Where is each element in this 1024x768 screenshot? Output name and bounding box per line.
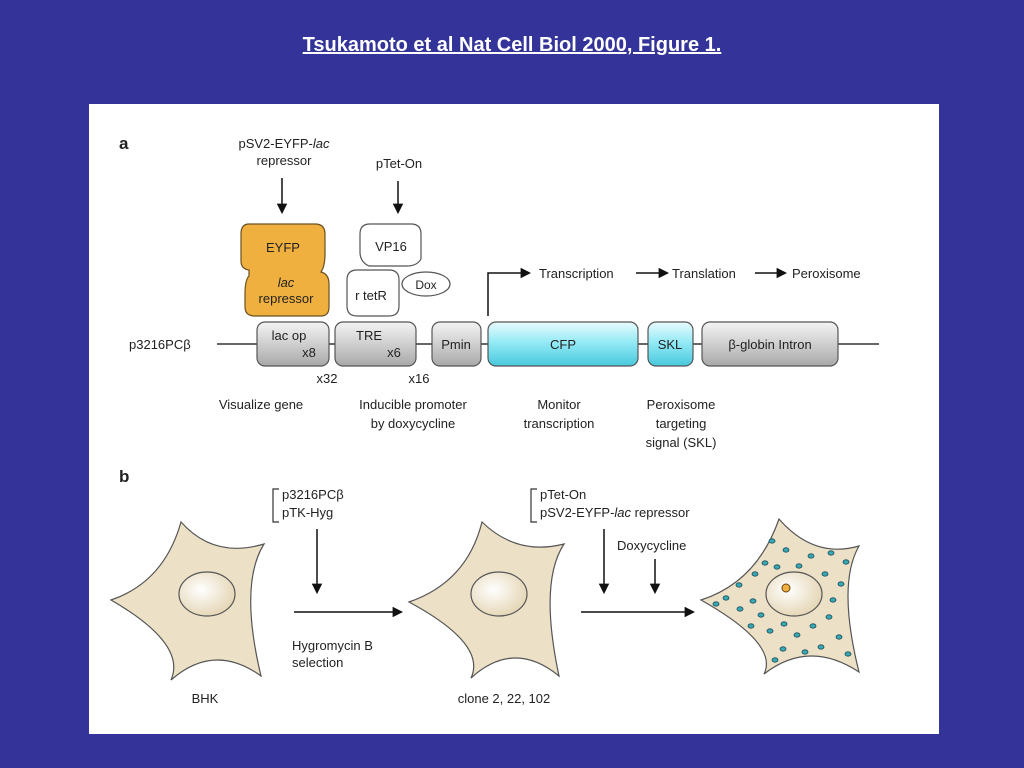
- vp16-label: VP16: [375, 239, 407, 254]
- caption-monitor-1: Monitor: [537, 397, 581, 412]
- plasmid-ptk-hyg: pTK-Hyg: [282, 505, 333, 520]
- peroxisome-dot: [825, 614, 833, 620]
- globin-intron-label: β-globin Intron: [728, 337, 811, 352]
- peroxisome-dots: [712, 538, 852, 663]
- peroxisome-dot: [842, 559, 850, 565]
- peroxisome-dot: [736, 606, 744, 612]
- panel-b-label: b: [119, 467, 129, 486]
- peroxisome-dot: [761, 560, 769, 566]
- transcription-start-arrow: [487, 267, 532, 316]
- pmin-element: [431, 321, 482, 367]
- dox-label: Dox: [415, 278, 436, 292]
- peroxisome-label: Peroxisome: [792, 266, 861, 281]
- lac-label: lac: [278, 275, 295, 290]
- cfp-element: [487, 321, 639, 367]
- peroxisome-dot: [768, 538, 776, 544]
- peroxisome-dot: [779, 646, 787, 652]
- plasmid-p3216: p3216PCβ: [282, 487, 344, 502]
- peroxisome-dot: [735, 582, 743, 588]
- peroxisome-dot: [817, 644, 825, 650]
- lac-op-count: x8: [302, 345, 316, 360]
- peroxisome-dot: [782, 547, 790, 553]
- peroxisome-dot: [829, 597, 837, 603]
- peroxisome-dot: [795, 563, 803, 569]
- peroxisome-dot: [757, 612, 765, 618]
- peroxisome-dot: [780, 621, 788, 627]
- lac-op-multiplier: x32: [317, 371, 338, 386]
- caption-perox-3: signal (SKL): [646, 435, 717, 450]
- plasmid-bracket-2: [530, 488, 537, 523]
- plasmid-psv2-eyfp: pSV2-EYFP-lac repressor: [540, 505, 690, 520]
- peroxisome-dot: [821, 571, 829, 577]
- plasmid-ptet-on: pTet-On: [540, 487, 586, 502]
- tre-multiplier: x16: [409, 371, 430, 386]
- peroxisome-dot: [712, 601, 720, 607]
- peroxisome-dot: [844, 651, 852, 657]
- peroxisome-dot: [747, 623, 755, 629]
- induced-nucleus: [765, 571, 823, 617]
- pmin-label: Pmin: [441, 337, 471, 352]
- peroxisome-dot: [835, 634, 843, 640]
- tre-count: x6: [387, 345, 401, 360]
- peroxisome-dot: [807, 553, 815, 559]
- peroxisome-dot: [773, 564, 781, 570]
- peroxisome-dot: [766, 628, 774, 634]
- peroxisome-dot: [722, 595, 730, 601]
- skl-label: SKL: [658, 337, 683, 352]
- caption-inducible-1: Inducible promoter: [359, 397, 467, 412]
- ptet-on-label: pTet-On: [376, 156, 422, 171]
- construct-name: p3216PCβ: [129, 337, 191, 352]
- translation-label: Translation: [672, 266, 736, 281]
- dox-molecule: [401, 271, 451, 297]
- doxycycline-label: Doxycycline: [617, 538, 686, 553]
- figure-diagram: a pSV2-EYFP-lac repressor pTet-On EYFP l…: [109, 134, 879, 706]
- clone-nucleus: [470, 571, 528, 617]
- caption-monitor-2: transcription: [524, 416, 595, 431]
- peroxisome-dot: [793, 632, 801, 638]
- eyfp-lac-repressor-protein: [240, 223, 330, 317]
- plasmid-bracket-1: [272, 488, 279, 523]
- peroxisome-dot: [771, 657, 779, 663]
- peroxisome-dot: [801, 649, 809, 655]
- peroxisome-dot: [751, 571, 759, 577]
- bhk-nucleus: [178, 571, 236, 617]
- bhk-label: BHK: [192, 691, 219, 706]
- vp16-protein: [359, 223, 422, 267]
- tre-element: [334, 321, 417, 367]
- lac-op-label: lac op: [272, 328, 307, 343]
- repressor-label: repressor: [259, 291, 315, 306]
- skl-element: [647, 321, 694, 367]
- lac-op-element: [256, 321, 330, 367]
- panel-a-label: a: [119, 134, 129, 153]
- caption-inducible-2: by doxycycline: [371, 416, 456, 431]
- hygromycin-label: Hygromycin B: [292, 638, 373, 653]
- caption-perox-1: Peroxisome: [647, 397, 716, 412]
- peroxisome-dot: [827, 550, 835, 556]
- clone-label: clone 2, 22, 102: [458, 691, 551, 706]
- figure-panel: a pSV2-EYFP-lac repressor pTet-On EYFP l…: [89, 104, 939, 734]
- peroxisome-dot: [749, 598, 757, 604]
- globin-intron-element: [701, 321, 839, 367]
- cfp-label: CFP: [550, 337, 576, 352]
- peroxisome-dot: [809, 623, 817, 629]
- transcription-label: Transcription: [539, 266, 614, 281]
- psv2-label-line2: repressor: [257, 153, 313, 168]
- eyfp-label: EYFP: [266, 240, 300, 255]
- rtetr-label: r tetR: [355, 288, 387, 303]
- tre-label: TRE: [356, 328, 382, 343]
- lac-operator-spot: [781, 583, 791, 593]
- slide-title: Tsukamoto et al Nat Cell Biol 2000, Figu…: [302, 34, 722, 56]
- selection-label: selection: [292, 655, 343, 670]
- psv2-label-line1: pSV2-EYFP-lac: [238, 136, 330, 151]
- peroxisome-dot: [837, 581, 845, 587]
- rtetr-protein: [346, 269, 400, 317]
- caption-visualize-gene: Visualize gene: [219, 397, 303, 412]
- caption-perox-2: targeting: [656, 416, 707, 431]
